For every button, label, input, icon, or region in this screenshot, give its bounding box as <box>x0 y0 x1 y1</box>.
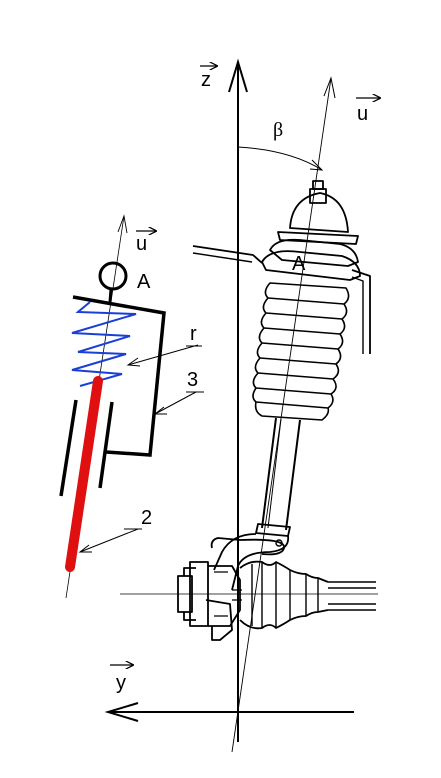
knuckle-bolt <box>275 539 283 547</box>
hub-detail <box>214 571 242 617</box>
damper-tube-inner <box>267 418 282 529</box>
wheel-stud-lower <box>183 612 196 621</box>
top-mount-insulator <box>269 238 359 267</box>
top-nut-cap <box>312 180 324 190</box>
leader-r-arrowhead <box>126 357 141 367</box>
label-r: r <box>190 323 197 345</box>
label-2: 2 <box>141 507 152 529</box>
u-axis-line <box>231 77 332 753</box>
cylinder-wall-right <box>98 401 114 489</box>
brake-caliper <box>205 599 233 641</box>
beta-arc-arrowhead <box>309 159 324 171</box>
knuckle-arm <box>210 537 285 556</box>
strut-assembly: A <box>177 180 376 641</box>
wheel-hub-face <box>177 575 193 613</box>
body-bracket-left-inner <box>192 252 253 263</box>
leader-3-arrowhead <box>153 406 167 415</box>
u-axis-label: u <box>357 103 368 125</box>
axis-labels: z u β y <box>110 66 380 694</box>
top-mount-washer <box>277 231 359 245</box>
beta-angle-arc <box>237 146 323 171</box>
leader-2-arrowhead <box>78 544 92 553</box>
top-mount-dome <box>289 192 349 233</box>
y-axis-label: y <box>116 672 126 694</box>
strut-schematic: u A r 3 2 <box>59 214 204 599</box>
drive-shaft <box>328 581 376 611</box>
coil-spring <box>71 301 137 387</box>
body-bracket-left <box>192 245 263 264</box>
z-axis-label: z <box>201 69 211 91</box>
body-bracket-right <box>351 269 371 354</box>
main-A-label: A <box>292 253 306 275</box>
spring-seat-upper <box>261 250 361 281</box>
schematic-A-label: A <box>137 271 151 293</box>
mount-stem <box>108 288 113 303</box>
piston-rod <box>65 376 103 572</box>
damper-tube <box>261 417 301 531</box>
label-3: 3 <box>187 369 198 391</box>
mount-point-A <box>98 261 128 291</box>
cv-boot <box>239 560 329 630</box>
y-axis-arrowhead <box>104 702 139 722</box>
leader-r <box>127 344 199 366</box>
cylinder-wall-left <box>59 399 78 497</box>
leader-3 <box>154 391 197 415</box>
dust-bellows <box>252 282 350 421</box>
leader-2 <box>79 528 139 553</box>
wheel-stud-upper <box>183 567 196 576</box>
spring-seat-plate <box>72 295 166 457</box>
hub-bearing <box>208 565 241 627</box>
body-bracket-right-inner <box>351 276 364 354</box>
main-axes <box>104 58 378 753</box>
schematic-u-label: u <box>136 233 147 255</box>
u-axis-arrowhead <box>323 76 336 99</box>
beta-label: β <box>273 119 283 141</box>
damper-lower-collar <box>255 523 291 537</box>
z-axis-arrowhead <box>228 58 248 93</box>
top-nut <box>309 188 327 204</box>
schematic-u-arrowhead <box>117 214 128 234</box>
cv-boot-ribs <box>251 562 319 628</box>
wheel-hub-flange <box>189 561 209 627</box>
